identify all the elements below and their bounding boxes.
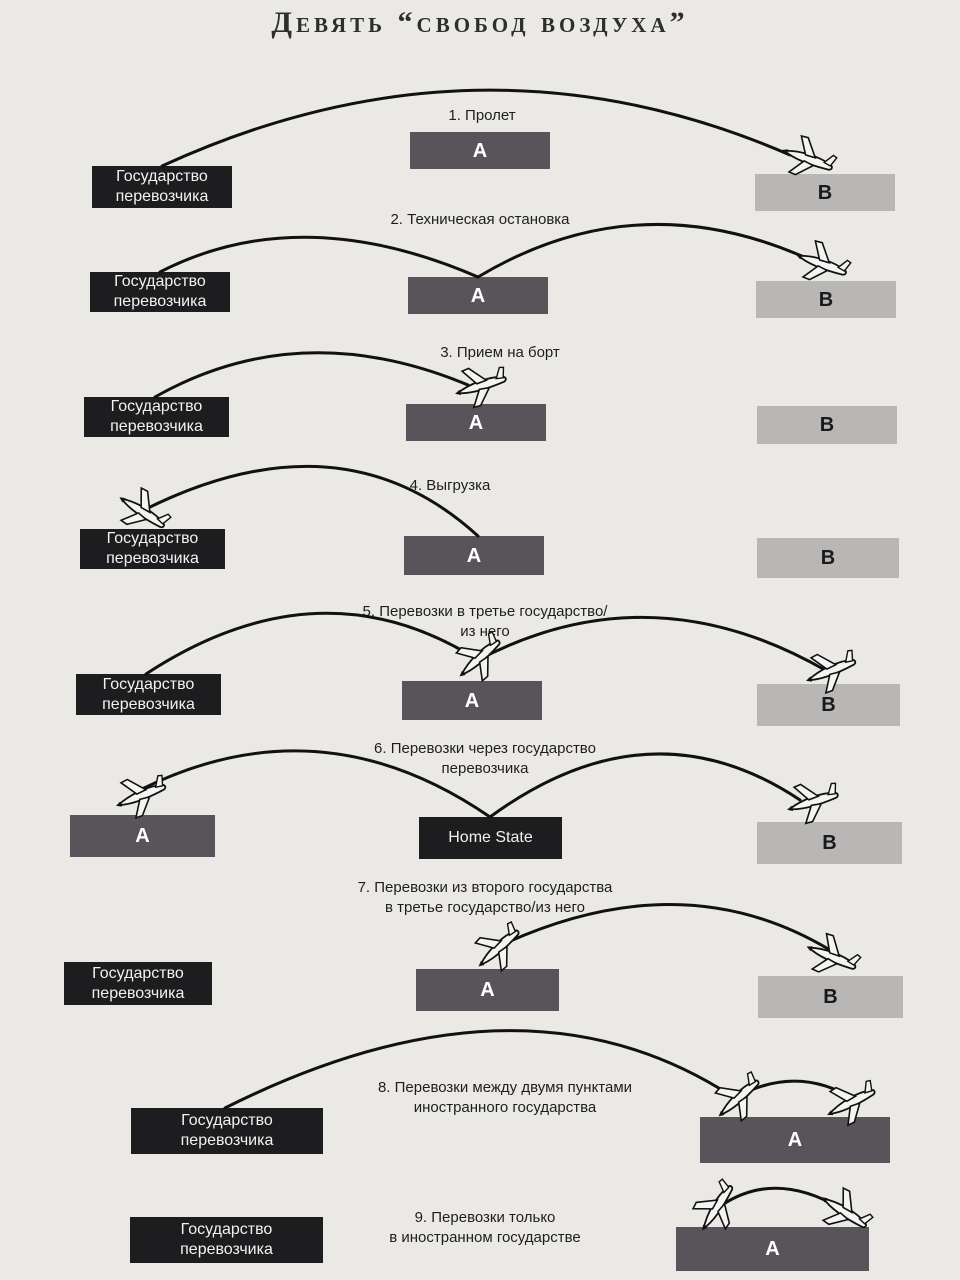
state-a-box: A — [410, 132, 550, 169]
home-state-label: Home State — [448, 829, 533, 846]
route-arc — [720, 1186, 842, 1210]
state-a-label: A — [470, 284, 486, 307]
caption-line: из него — [460, 623, 510, 640]
state-a-box: A — [676, 1227, 869, 1271]
caption-line: 4. Выгрузка — [409, 477, 491, 494]
state-a-box: A — [404, 536, 544, 575]
state-a-label: A — [472, 139, 488, 162]
state-a-box: A — [416, 969, 559, 1011]
caption-line: 8. Перевозки между двумя пунктами — [377, 1079, 633, 1096]
page-title: Девять “свобод воздуха” — [271, 6, 689, 39]
state-b-label: B — [820, 547, 836, 569]
state-b-label: B — [823, 986, 838, 1008]
state-a-label: A — [765, 1238, 780, 1260]
state-a-label: A — [135, 825, 150, 847]
carrier-label-line1: Государство — [102, 675, 195, 693]
state-b-box: B — [757, 822, 902, 864]
state-a-label: A — [466, 544, 482, 567]
carrier-label-line1: Государство — [114, 273, 206, 290]
state-a-box: A — [70, 815, 215, 857]
carrier-label-line2: перевозчика — [106, 550, 199, 567]
state-b-box: B — [757, 406, 897, 444]
state-a-label: A — [468, 411, 484, 434]
carrier-label-line2: перевозчика — [113, 293, 207, 310]
state-b-label: B — [817, 181, 833, 204]
caption-line: 6. Перевозки через государство — [374, 740, 596, 757]
carrier-label-line1: Государство — [180, 1221, 273, 1238]
caption-line: в иностранном государстве — [389, 1229, 581, 1246]
state-b-box: B — [758, 976, 903, 1018]
caption-freedom-1: 1. Пролет — [382, 106, 582, 126]
carrier-state-box: Государство перевозчика — [131, 1108, 323, 1154]
state-b-box: B — [756, 281, 896, 318]
carrier-label-line2: перевозчика — [180, 1241, 273, 1258]
carrier-label-line1: Государство — [110, 398, 203, 415]
caption-freedom-8: 8. Перевозки между двумя пунктами иностр… — [350, 1078, 660, 1118]
state-b-label: B — [822, 832, 837, 854]
carrier-state-box: Государство перевозчика — [130, 1217, 323, 1263]
state-b-label: B — [821, 694, 836, 716]
carrier-state-box: Государство перевозчика — [76, 674, 221, 715]
caption-freedom-7: 7. Перевозки из второго государства в тр… — [325, 878, 645, 918]
airplane-icon — [782, 774, 845, 828]
route-arc — [476, 222, 817, 279]
caption-line: 7. Перевозки из второго государства — [357, 879, 613, 896]
carrier-label-line1: Государство — [116, 168, 208, 185]
carrier-label-line2: перевозчика — [102, 695, 195, 713]
caption-freedom-5: 5. Перевозки в третье государство/ из не… — [340, 602, 630, 642]
carrier-label-line2: перевозчика — [91, 984, 185, 1002]
carrier-state-box: Государство перевозчика — [64, 962, 212, 1005]
state-b-box: B — [757, 538, 899, 578]
caption-freedom-9: 9. Перевозки только в иностранном госуда… — [370, 1208, 600, 1248]
state-a-label: A — [480, 979, 495, 1001]
carrier-label-line1: Государство — [181, 1112, 273, 1129]
home-state-box: Home State — [419, 817, 562, 859]
caption-freedom-4: 4. Выгрузка — [380, 476, 520, 496]
carrier-label-line2: перевозчика — [180, 1132, 274, 1149]
caption-line: иностранного государства — [413, 1099, 597, 1116]
state-a-label: A — [464, 689, 480, 712]
caption-freedom-3: 3. Прием на борт — [400, 343, 600, 363]
caption-line: 2. Техническая остановка — [390, 211, 570, 228]
caption-line: 3. Прием на борт — [440, 344, 560, 361]
route-arc — [738, 1079, 857, 1102]
state-b-label: B — [819, 414, 835, 436]
carrier-label-line1: Государство — [106, 530, 199, 547]
carrier-state-box: Государство перевозчика — [92, 166, 232, 208]
caption-freedom-6: 6. Перевозки через государство перевозчи… — [350, 739, 620, 779]
caption-line: 9. Перевозки только — [414, 1209, 556, 1226]
carrier-label-line1: Государство — [92, 964, 184, 982]
caption-line: 1. Пролет — [448, 107, 516, 124]
state-b-label: B — [818, 288, 834, 311]
carrier-state-box: Государство перевозчика — [90, 272, 230, 312]
caption-freedom-2: 2. Техническая остановка — [350, 210, 610, 230]
state-a-box: A — [408, 277, 548, 314]
state-a-box: A — [700, 1117, 890, 1163]
caption-line: в третье государство/из него — [384, 899, 586, 916]
state-a-label: A — [787, 1129, 803, 1151]
caption-line: 5. Перевозки в третье государство/ — [362, 603, 608, 620]
carrier-label-line2: перевозчика — [115, 188, 209, 205]
caption-line: перевозчика — [441, 760, 529, 777]
carrier-state-box: Государство перевозчика — [84, 397, 229, 437]
state-b-box: B — [757, 684, 900, 726]
state-a-box: A — [402, 681, 542, 720]
state-a-box: A — [406, 404, 546, 441]
state-b-box: B — [755, 174, 895, 211]
carrier-state-box: Государство перевозчика — [80, 529, 225, 569]
carrier-label-line2: перевозчика — [110, 418, 203, 435]
